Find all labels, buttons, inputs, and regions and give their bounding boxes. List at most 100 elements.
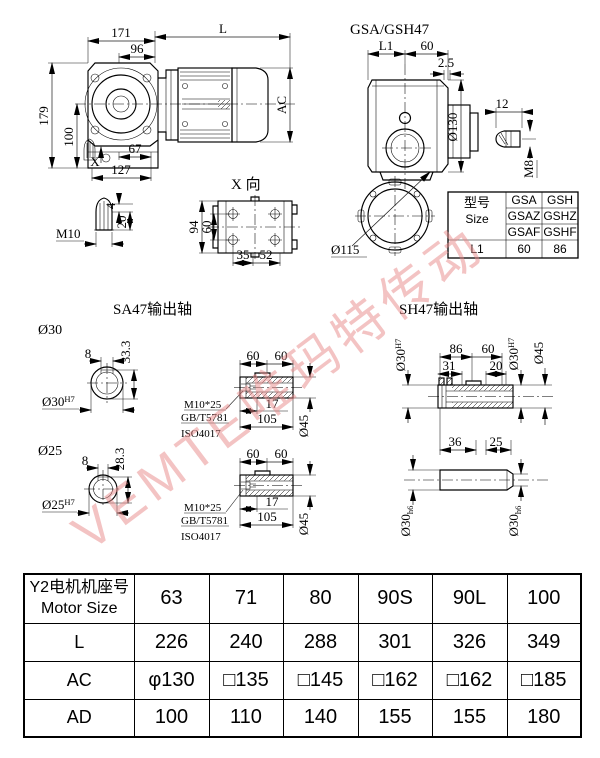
dim-67: 67 xyxy=(129,141,143,156)
standard-gb: GB/T5781 xyxy=(181,515,228,527)
dim-8: 8 xyxy=(82,453,89,468)
dim-60: 60 xyxy=(482,341,495,356)
dim-17: 17 xyxy=(266,396,280,411)
dim-105: 105 xyxy=(257,509,277,524)
motor-size-cell: 63 xyxy=(133,573,210,624)
dim-20: 20 xyxy=(114,216,129,229)
dim-171: 171 xyxy=(111,25,131,40)
front-view-dimensions: 171 L 96 179 100 AC 67 127 X xyxy=(36,21,293,181)
size-table-cell: GSHF xyxy=(543,225,576,239)
label-X: X xyxy=(90,154,100,169)
dim-AC: AC xyxy=(274,96,289,114)
value-cell: 326 xyxy=(431,622,508,662)
dim-12: 12 xyxy=(496,96,509,111)
sa47-bore25-dimensions: 8 28.3 Ø25H7 xyxy=(42,448,132,516)
size-table-header-cn: 型号 xyxy=(464,195,490,210)
bolt-spec: M10*25 xyxy=(184,399,222,411)
sh47-section: SH47输出轴 86 60 xyxy=(393,301,556,536)
value-cell: 301 xyxy=(357,622,433,662)
dim-M8: M8 xyxy=(521,160,536,178)
value-cell: □135 xyxy=(208,660,284,700)
motor-size-cell: 90L xyxy=(431,573,508,624)
dim-30H7-left: Ø30H7 xyxy=(393,339,408,372)
dim-30H7: Ø30H7 xyxy=(42,394,75,409)
dim-8: 8 xyxy=(85,346,92,361)
value-cell: 110 xyxy=(208,698,284,738)
size-table-cell: GSHZ xyxy=(543,209,576,223)
side-view-gsa-gsh47: GSA/GSH47 L1 60 2.5 xyxy=(350,22,538,190)
motor-table-header: Y2电机机座号 Motor Size xyxy=(23,573,135,624)
dim-115: Ø115 xyxy=(331,242,359,257)
dim-86: 86 xyxy=(450,341,464,356)
size-table-cell: GSAZ xyxy=(508,209,541,223)
sa47-bore30-label: Ø30 xyxy=(38,323,62,338)
sa47-bore25-label: Ø25 xyxy=(38,444,62,459)
cad-drawing: 171 L 96 179 100 AC 67 127 X xyxy=(36,21,579,543)
value-cell: 226 xyxy=(133,622,210,662)
motor-size-table: Y2电机机座号 Motor Size 63 71 80 90S 90L 100 … xyxy=(23,573,582,738)
standard-iso: ISO4017 xyxy=(181,428,221,440)
sa47-title: SA47输出轴 xyxy=(113,301,192,318)
row-label-L: L xyxy=(23,622,135,662)
x-view-title: X 向 xyxy=(231,176,261,193)
row-label-AD: AD xyxy=(23,698,135,738)
dim-45: Ø45 xyxy=(531,342,546,364)
dim-36: 36 xyxy=(449,434,463,449)
value-cell: 288 xyxy=(282,622,359,662)
gearbox-side-outline xyxy=(367,79,449,173)
side-view-dimensions: L1 60 2.5 Ø130 xyxy=(367,38,464,173)
dim-94: 94 xyxy=(186,220,201,234)
m10-plug-view: 4 20 M10 xyxy=(56,193,133,247)
dim-2_5: 2.5 xyxy=(438,55,454,70)
value-cell: 240 xyxy=(208,622,284,662)
motor-size-cell: 90S xyxy=(357,573,433,624)
value-cell: □185 xyxy=(506,660,582,700)
value-cell: 100 xyxy=(133,698,210,738)
dim-25: 25 xyxy=(490,434,503,449)
value-cell: 155 xyxy=(357,698,433,738)
dim-60: 60 xyxy=(421,38,434,53)
value-cell: 140 xyxy=(282,698,359,738)
table-row-header: Y2电机机座号 Motor Size 63 71 80 90S 90L 100 xyxy=(23,573,582,624)
dim-105: 105 xyxy=(257,411,277,426)
bolt-detail: 12 M8 xyxy=(485,96,538,178)
dim-52: 52 xyxy=(260,247,273,262)
value-cell: 155 xyxy=(431,698,508,738)
bolt-holes xyxy=(226,207,282,247)
size-table-cell: GSA xyxy=(511,193,536,207)
dim-60b: 60 xyxy=(275,446,288,461)
value-cell: 180 xyxy=(506,698,582,738)
dim-4: 4 xyxy=(103,202,118,209)
dim-28.3: 28.3 xyxy=(112,448,127,471)
table-row-L: L 226 240 288 301 326 349 xyxy=(23,622,582,662)
sh47-mid-dimensions: 36 25 xyxy=(439,408,512,455)
sa47-shaft1: 60 60 17 105 Ø45 M10*25 GB/T5781 ISO4017 xyxy=(181,348,316,440)
value-cell: □145 xyxy=(282,660,359,700)
table-row-AC: AC φ130 □135 □145 □162 □162 □185 xyxy=(23,660,582,700)
sa47-section: SA47输出轴 Ø30 8 33.3 Ø30H7 xyxy=(38,301,316,543)
size-table: 型号 Size GSA GSH GSAZ GSHZ GSAF GSHF L1 6… xyxy=(447,191,579,259)
value-cell: 349 xyxy=(506,622,582,662)
row-label-AC: AC xyxy=(23,660,135,700)
dim-179: 179 xyxy=(36,106,51,126)
motor-size-cell: 80 xyxy=(282,573,359,624)
dim-45: Ø45 xyxy=(296,415,311,437)
size-table-v1: 60 xyxy=(517,242,531,256)
sh47-title: SH47输出轴 xyxy=(399,301,478,318)
dim-96: 96 xyxy=(131,41,145,56)
side-view-title: GSA/GSH47 xyxy=(350,22,430,38)
size-table-l1: L1 xyxy=(470,242,484,256)
value-cell: □162 xyxy=(431,660,508,700)
dim-60b: 60 xyxy=(275,348,288,363)
x-direction-view: X 向 94 60 35 52 xyxy=(186,176,302,266)
sh47-shaft2: Ø30h6 Ø30h6 xyxy=(398,455,548,536)
dim-M10: M10 xyxy=(56,226,81,241)
dim-60: 60 xyxy=(199,221,214,234)
dim-127: 127 xyxy=(111,162,131,177)
motor-table-header-en: Motor Size xyxy=(41,599,118,617)
motor-size-cell: 71 xyxy=(208,573,284,624)
m10-plug-dimensions: 4 20 M10 xyxy=(56,193,133,247)
value-cell: φ130 xyxy=(133,660,210,700)
size-table-v2: 86 xyxy=(553,242,567,256)
